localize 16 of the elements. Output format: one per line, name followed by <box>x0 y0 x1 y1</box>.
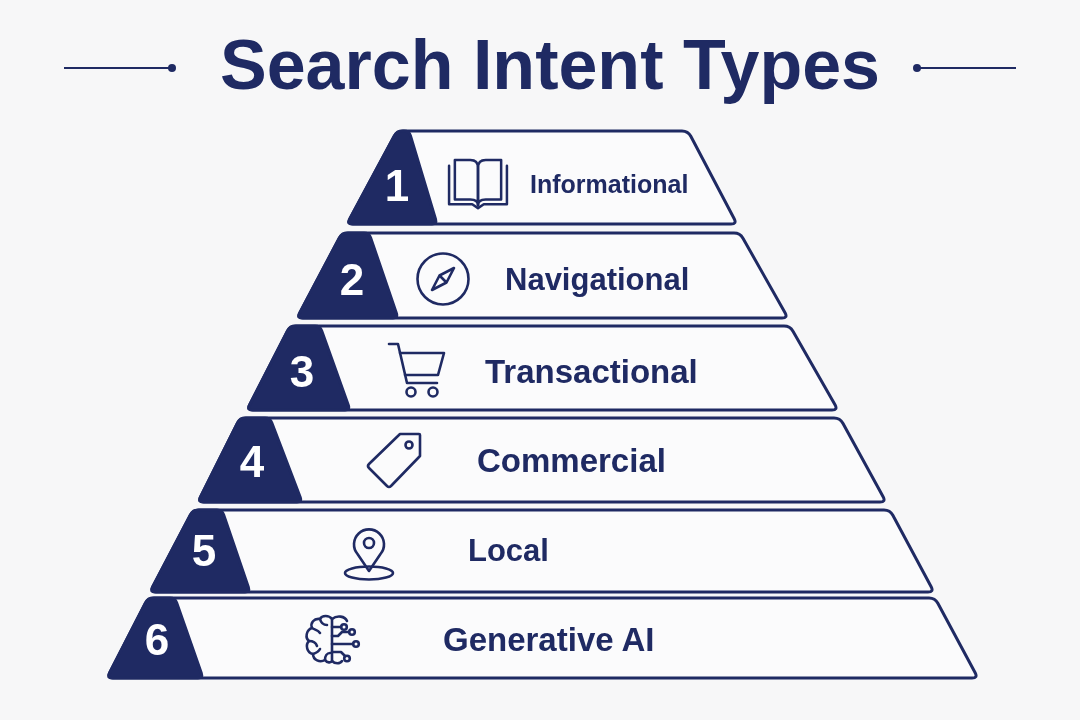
tier-label: Local <box>468 533 549 569</box>
tier-label: Navigational <box>505 262 690 298</box>
tier-number: 2 <box>339 258 365 302</box>
tier-number: 3 <box>289 350 315 394</box>
tier-number: 6 <box>144 618 170 662</box>
tier-label: Transactional <box>485 353 698 391</box>
pyramid-tier <box>147 507 937 595</box>
pyramid-tier <box>344 128 740 227</box>
tier-label: Commercial <box>477 442 666 480</box>
pyramid-tier <box>104 595 981 681</box>
tier-label: Generative AI <box>443 621 655 659</box>
tier-number: 1 <box>384 164 410 208</box>
tier-label: Informational <box>530 169 689 199</box>
tier-number: 4 <box>239 440 265 484</box>
tier-number: 5 <box>191 529 217 573</box>
pyramid-tier <box>195 415 889 505</box>
